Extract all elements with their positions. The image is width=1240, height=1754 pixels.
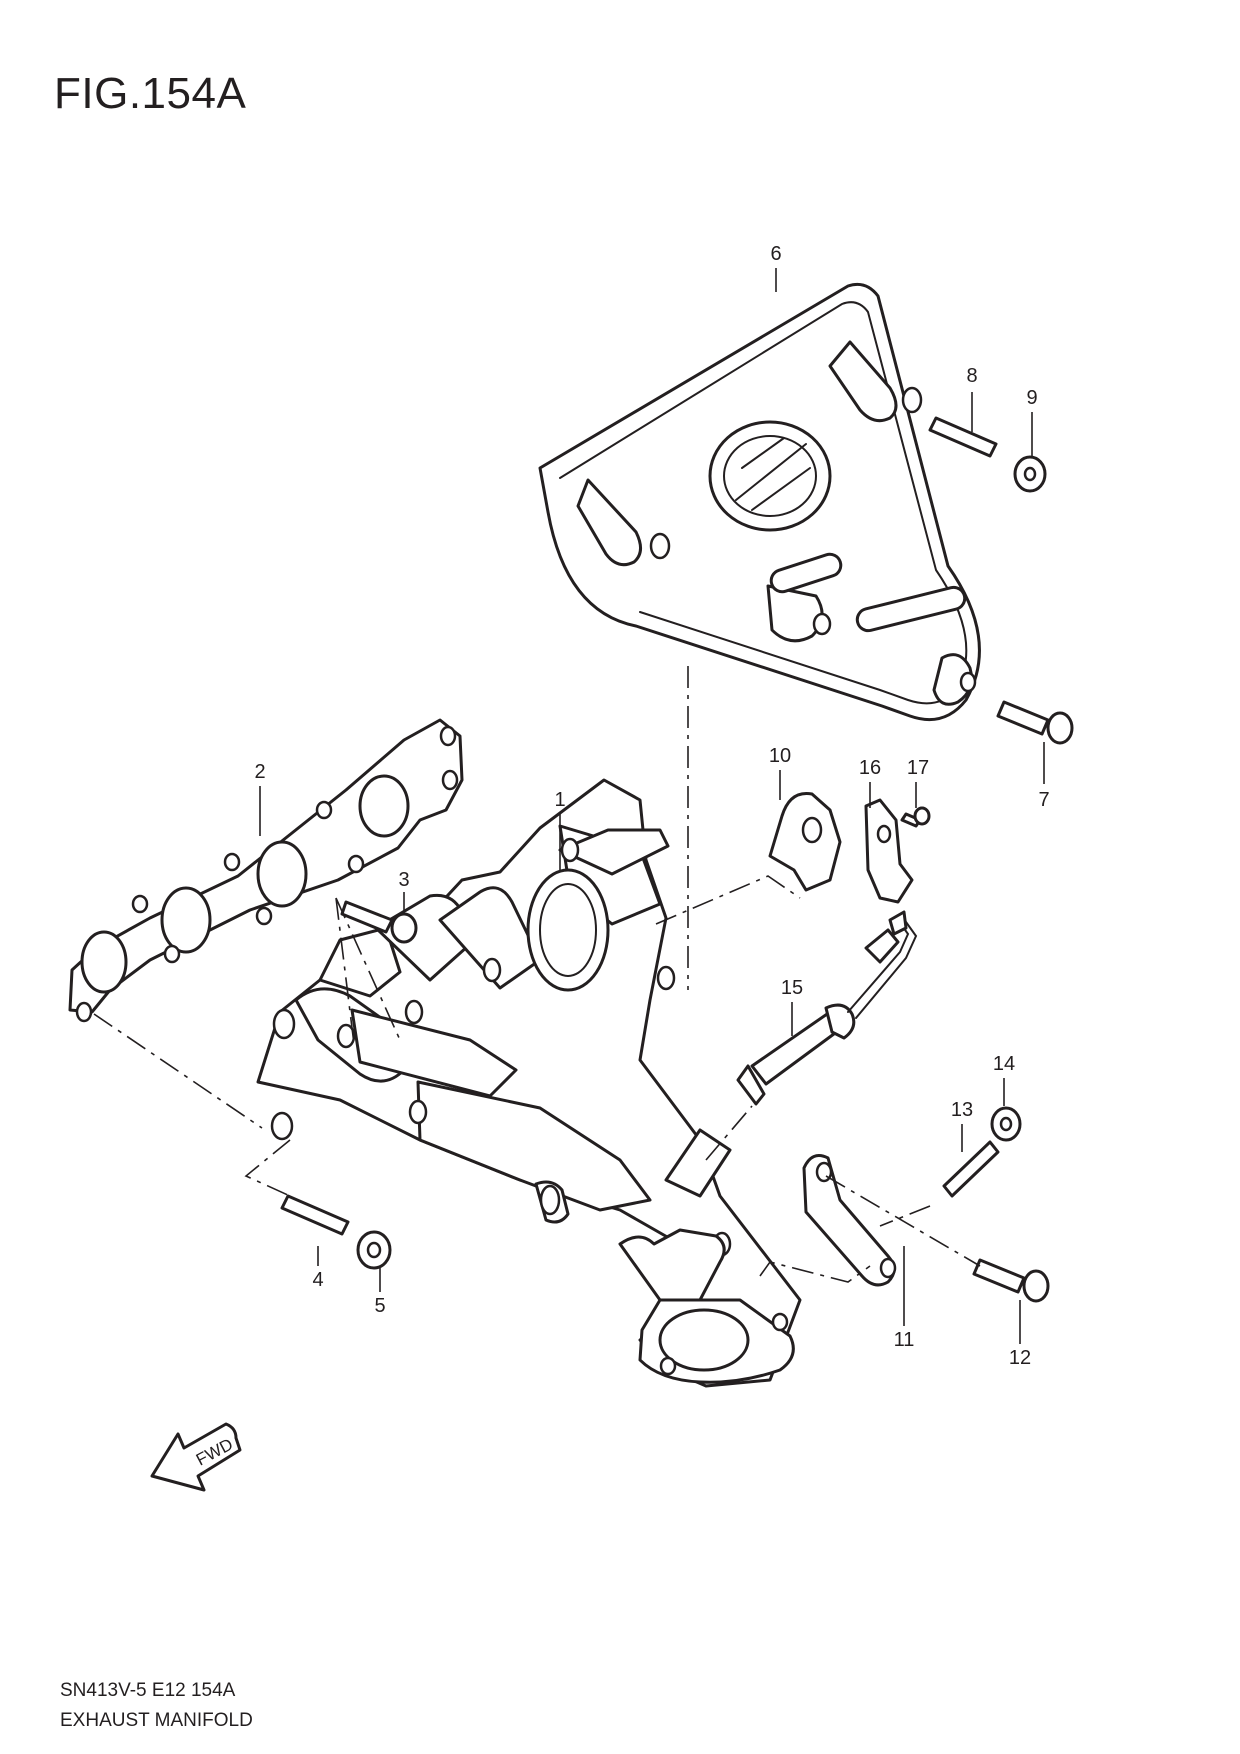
footer-code: SN413V-5 E12 154A [60,1680,236,1701]
heat-shield [538,282,981,722]
figure-title: FIG.154A [54,69,247,118]
callout-14: 14 [993,1053,1015,1075]
bolt-17 [900,806,931,828]
callout-16: 16 [859,757,881,779]
callout-15: 15 [781,977,803,999]
bracket-16 [864,798,914,904]
footer: SN413V-5 E12 154A EXHAUST MANIFOLD [60,1676,253,1736]
footer-name: EXHAUST MANIFOLD [60,1710,253,1731]
callout-4: 4 [312,1269,323,1291]
callout-9: 9 [1026,387,1037,409]
leader-lines [259,268,1045,1344]
callout-6: 6 [770,243,781,265]
stud-13 [942,1140,1000,1198]
stud-4 [280,1194,350,1236]
callout-numbers: 1 2 3 4 5 6 7 8 9 10 11 12 13 14 15 16 1… [254,243,1049,1369]
callout-8: 8 [966,365,977,387]
callout-7: 7 [1038,789,1049,811]
callout-12: 12 [1009,1347,1031,1369]
manifold-gasket [68,718,464,1023]
fwd-arrow-icon: FWD [150,1422,242,1492]
stud-8 [928,416,998,458]
nut-5 [356,1230,392,1270]
nut-9 [1013,455,1047,493]
callout-3: 3 [398,869,409,891]
bolt-12 [972,1258,1050,1303]
callout-2: 2 [254,761,265,783]
oxygen-sensor [736,910,918,1106]
bolt-3 [340,900,418,944]
bolt-7 [996,700,1074,745]
callout-13: 13 [951,1099,973,1121]
callout-1: 1 [554,789,565,811]
callout-5: 5 [374,1295,385,1317]
callout-17: 17 [907,757,929,779]
exhaust-manifold [256,778,802,1388]
nut-14 [990,1106,1022,1142]
callout-11: 11 [894,1329,915,1351]
bracket-10 [768,791,842,892]
callout-10: 10 [769,745,791,767]
alignment-lines [93,666,981,1283]
